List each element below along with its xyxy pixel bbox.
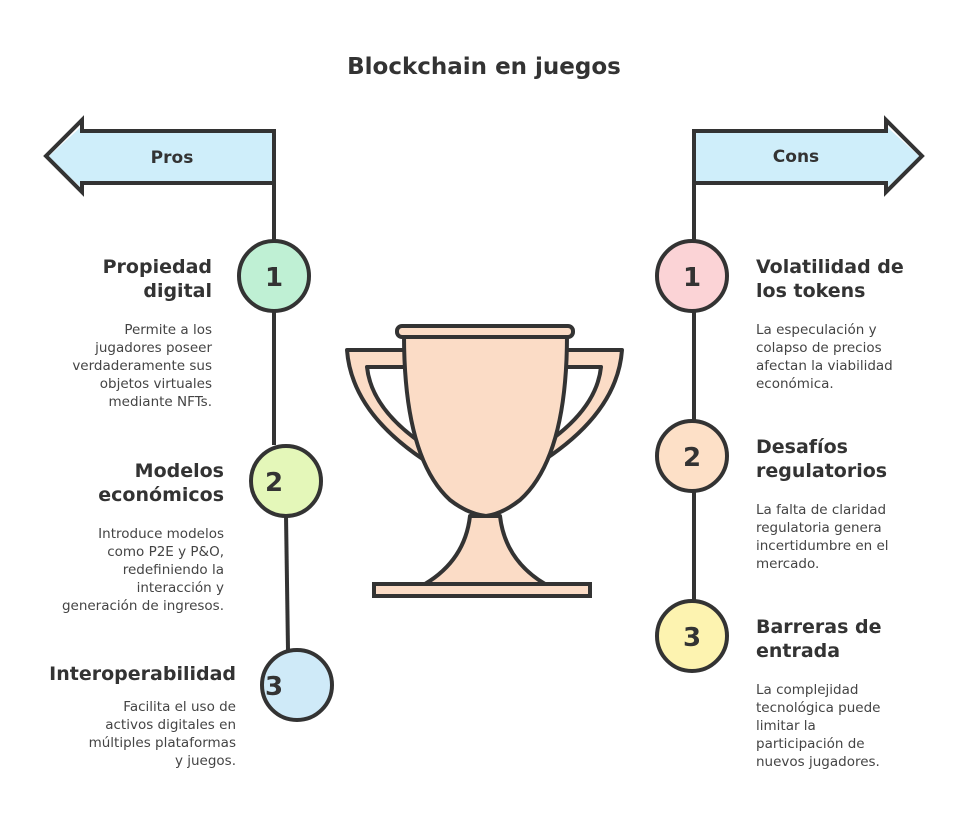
pros-item-title: Propiedad [102,256,212,278]
cons-item-title: Desafíos [756,436,848,458]
cons-label: Cons [772,147,820,167]
number-label: 2 [683,443,701,473]
cons-number-circle-2: 2 [655,419,729,493]
description-line: mercado. [756,556,820,572]
description-line: nuevos jugadores. [756,754,880,770]
trophy-icon [345,324,624,598]
pros-arrow [43,115,276,197]
pros-item-description: Facilita el uso de activos digitales en … [20,698,236,770]
pros-item-title: Modelos [134,460,224,482]
circle-shape [655,239,729,313]
number-label: 3 [265,672,283,702]
description-line: tecnológica puede [756,700,881,716]
description-line: mediante NFTs. [108,394,212,410]
pros-label: Pros [150,148,194,168]
description-line: regulatoria genera [756,520,882,536]
pros-number-circle-1: 1 [237,239,311,313]
cons-item-title: los tokens [756,280,866,302]
pros-number-circle-2: 2 [249,444,323,518]
circle-shape [655,599,729,673]
number-label: 3 [683,623,701,653]
description-line: verdaderamente sus [72,358,212,374]
number-label: 1 [683,263,701,293]
trophy-stem [423,514,547,586]
description-line: La falta de claridad [756,502,887,518]
pros-number-circle-3: 3 [260,648,334,722]
pros-item-3: Interoperabilidad Facilita el uso de act… [20,662,236,770]
cons-number-circle-1: 1 [655,239,729,313]
circle-shape [260,648,334,722]
pros-item-1: Propiedad digital Permite a los jugadore… [40,255,212,411]
pros-connector-line [284,514,290,651]
cons-item-title: regulatorios [756,460,888,482]
description-line: activos digitales en [105,717,236,733]
pros-item-title: digital [143,280,212,302]
trophy-cup [402,333,569,518]
description-line: interacción y [136,580,224,596]
circle-shape [655,419,729,493]
cons-item-2: Desafíos regulatorios La falta de clarid… [756,435,956,573]
pros-item-title: Interoperabilidad [49,663,236,685]
description-line: redefiniendo la [122,562,224,578]
pros-arrow-fill [48,124,272,190]
description-line: económica. [756,376,834,392]
trophy-base [372,582,592,598]
description-line: colapso de precios [756,340,882,356]
pros-item-title: económicos [98,484,224,506]
circle-shape [249,444,323,518]
description-line: múltiples plataformas [88,735,236,751]
cons-arrow [692,115,925,197]
cons-item-title: entrada [756,640,841,662]
description-line: objetos virtuales [99,376,212,392]
diagram-title: Blockchain en juegos [347,54,621,80]
cons-item-description: La falta de claridad regulatoria genera … [756,501,956,573]
description-line: participación de [756,736,865,752]
description-line: La especulación y [756,322,877,338]
pros-item-description: Introduce modelos como P2E y P&O, redefi… [24,525,224,615]
description-line: jugadores poseer [95,340,212,356]
cons-arrow-fill [696,124,920,190]
description-line: limitar la [756,718,816,734]
description-line: La complejidad [756,682,859,698]
circle-shape [237,239,311,313]
pros-item-2: Modelos económicos Introduce modelos com… [24,459,224,615]
pros-item-description: Permite a los jugadores poseer verdadera… [40,321,212,411]
description-line: Facilita el uso de [123,699,236,715]
cons-number-circle-3: 3 [655,599,729,673]
number-label: 1 [265,263,283,293]
description-line: Permite a los [124,322,212,338]
cons-arrow-outline [692,115,925,197]
pros-arrow-outline [43,115,276,197]
cons-item-3: Barreras de entrada La complejidad tecno… [756,615,956,771]
description-line: incertidumbre en el [756,538,889,554]
cons-item-title: Barreras de [756,616,882,638]
number-label: 2 [265,468,283,498]
description-line: y juegos. [174,753,236,769]
cons-item-title: Volatilidad de [756,256,904,278]
description-line: generación de ingresos. [61,598,224,614]
description-line: como P2E y P&O, [107,544,224,560]
cons-item-description: La especulación y colapso de precios afe… [756,321,956,393]
description-line: afectan la viabilidad [756,358,893,374]
description-line: Introduce modelos [98,526,224,542]
cons-item-1: Volatilidad de los tokens La especulació… [756,255,956,393]
trophy-rim [395,324,575,339]
cons-item-description: La complejidad tecnológica puede limitar… [756,681,956,771]
